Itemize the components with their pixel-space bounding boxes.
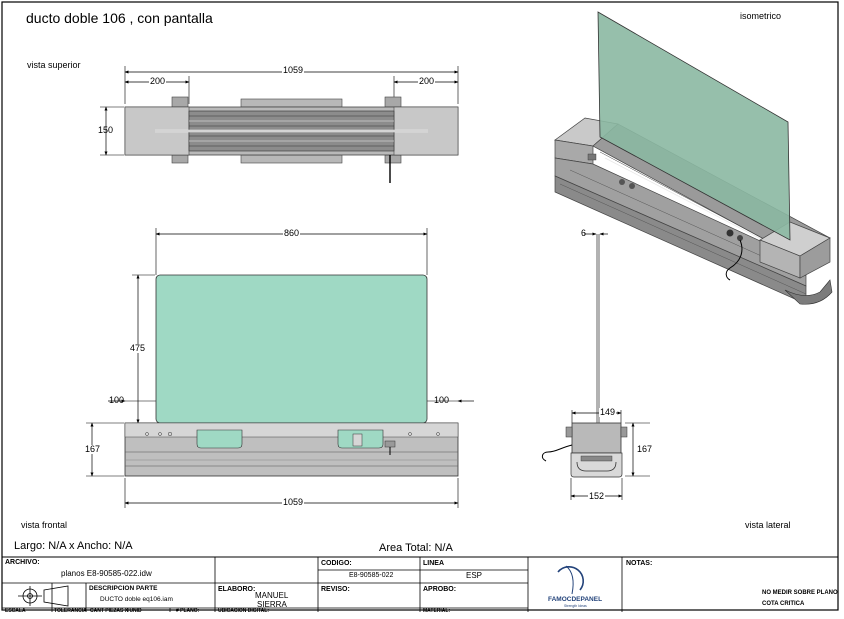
linea-label: LINEA [423,560,444,567]
title-block [2,557,623,612]
logo-text: FAMOCDEPANEL [548,596,603,603]
descripcion-value: DUCTO doble eq106.iam [100,596,173,603]
dim-side-top: 149 [599,407,617,417]
isometric-view [554,11,833,305]
dim-top-right: 200 [418,76,436,86]
dim-top-total: 1059 [282,65,305,75]
elaboro-label: ELABORO: [218,586,256,593]
dim-glass-width: 860 [283,228,301,238]
drawing-title: ducto doble 106 , con pantalla [26,10,213,26]
material-label: MATERIAL: [423,608,451,614]
codigo-label: CODIGO: [321,560,352,567]
linea-value: ESP [466,571,483,580]
dim-left-offset: 100 [109,395,125,405]
aprobo-label: APROBO: [423,586,457,593]
dim-side-bottom: 152 [588,491,606,501]
iso-glass [597,11,791,241]
note-2: COTA CRITICA [762,601,805,607]
codigo-value: E8-90585-022 [349,572,394,579]
escala-label: ESCALA [5,608,26,614]
dim-top-left: 200 [149,76,167,86]
view-label-top: vista superior [27,60,81,70]
cant-label: CANT PIEZAS X UNID [90,608,142,614]
dim-right-offset: 100 [434,395,450,405]
view-label-side: vista lateral [745,520,791,530]
notas-label: NOTAS: [626,560,653,567]
area-text: Area Total: N/A [379,542,453,554]
plano-label: # PLANO: [176,608,200,614]
dim-side-height: 167 [637,444,653,454]
archivo-value: planos E8-90585-022.idw [61,569,152,578]
side-view [541,232,650,500]
top-view [100,66,459,183]
dim-front-total: 1059 [282,497,305,507]
dim-top-height: 150 [98,125,114,135]
descripcion-label: DESCRIPCION PARTE [89,585,158,592]
view-label-front: vista frontal [21,520,68,530]
side-duct-box [571,422,622,454]
archivo-label: ARCHIVO: [5,559,40,566]
projection-symbol-icon [18,585,69,607]
size-text: Largo: N/A x Ancho: N/A [14,540,133,552]
front-view [86,228,474,508]
elaboro-value-2: SIERRA [257,600,287,609]
reviso-label: REVISO: [321,586,350,593]
dim-side-thickness: 6 [581,228,587,238]
company-logo-icon [557,565,584,595]
tolerancia-label: TOLERANCIA [54,608,87,614]
note-1: NO MEDIR SOBRE PLANO [762,590,838,596]
logo-tagline: Strength Ideas [564,604,587,608]
ubicacion-label: UBICACION DIGITAL: [218,608,270,614]
dim-glass-height: 475 [130,343,146,353]
front-glass [155,274,428,424]
dim-duct-height: 167 [85,444,101,454]
view-label-iso: isometrico [740,11,782,21]
elaboro-value-1: MANUEL [255,591,289,600]
